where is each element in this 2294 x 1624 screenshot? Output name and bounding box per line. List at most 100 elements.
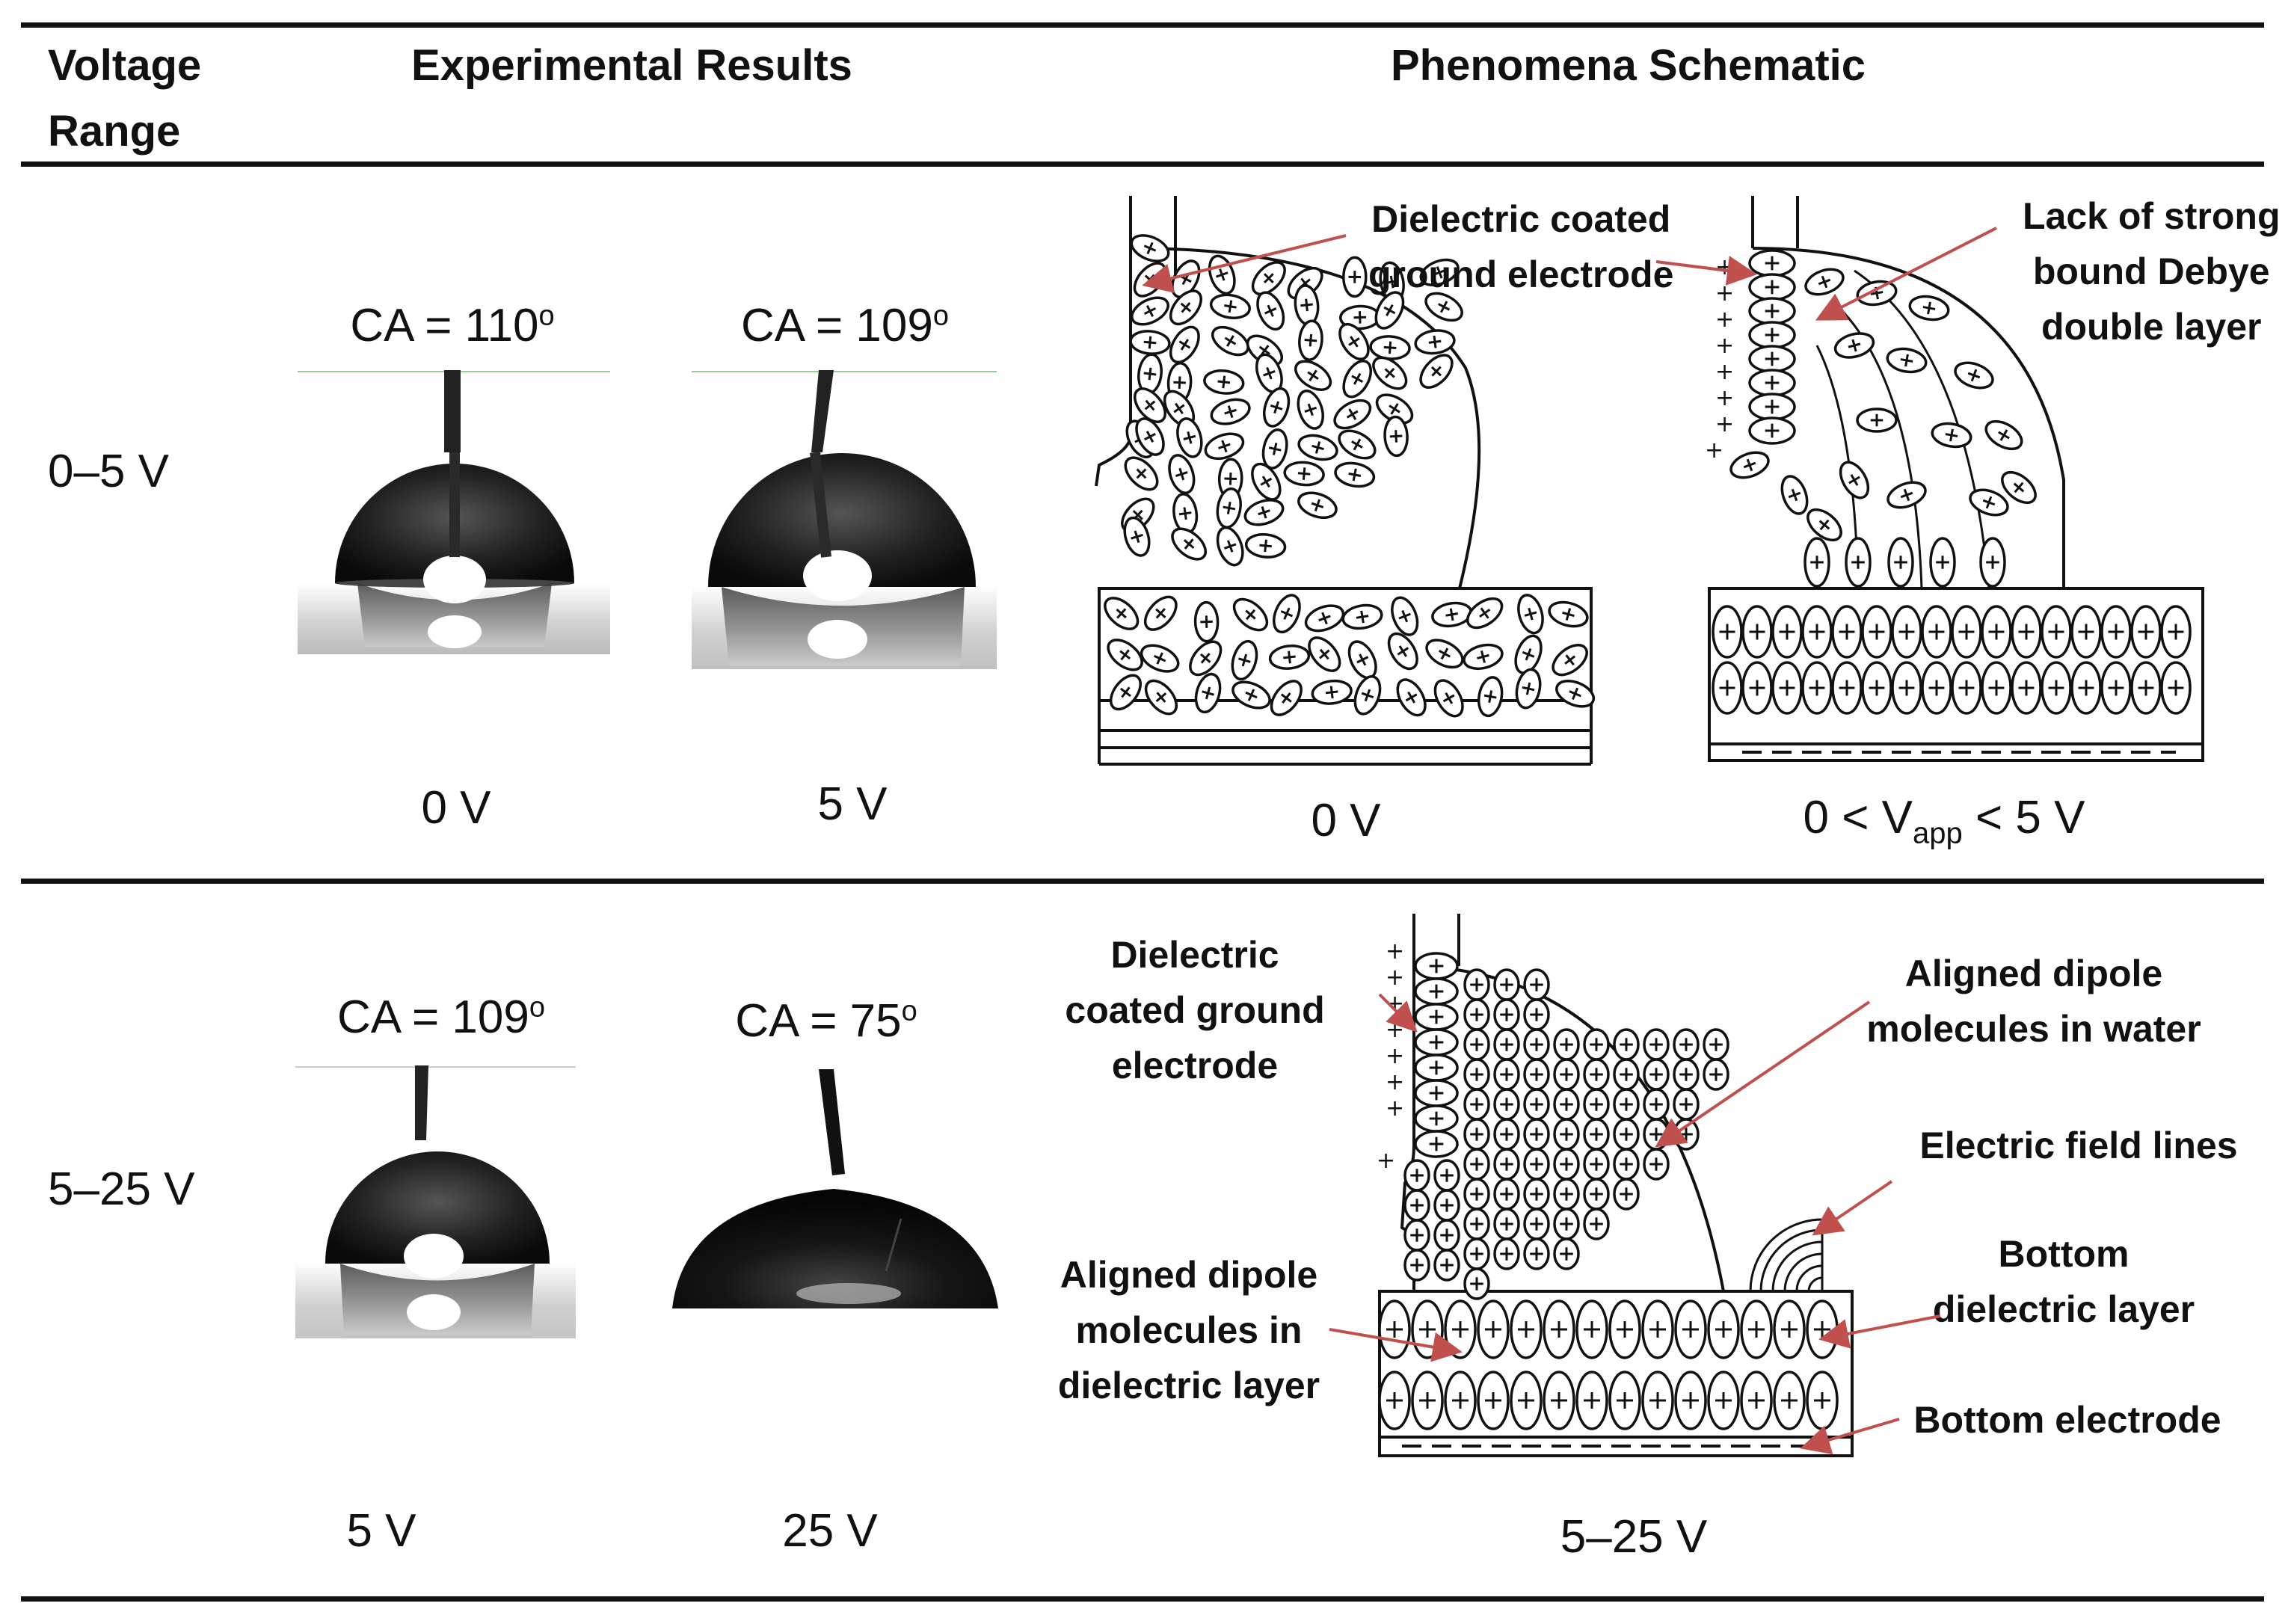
dielectric-dipole: [2070, 661, 2102, 715]
row2-photo-right-voltage: 25 V: [782, 1505, 878, 1557]
ann-row2-ground-line3: electrode: [1111, 1045, 1279, 1086]
dielectric-dipole: [1712, 605, 1743, 659]
dielectric-dipole: [1674, 1371, 1707, 1430]
water-dipole: [1583, 1058, 1610, 1091]
random-dipole: [1231, 639, 1258, 681]
water-dipole: [1493, 968, 1520, 1001]
tilted-dipole: [1954, 361, 1994, 390]
water-dipole: [1433, 1159, 1460, 1192]
random-dipole: [1134, 387, 1166, 423]
random-dipole: [1231, 680, 1271, 710]
ann-row1-debye-line3: double layer: [2041, 306, 2262, 348]
svg-text:+: +: [1715, 359, 1734, 385]
random-dipole: [1104, 597, 1140, 630]
dielectric-dipole: [1712, 661, 1743, 715]
random-dipole: [1477, 676, 1504, 718]
water-dipole: [1643, 1118, 1670, 1151]
dielectric-dipole: [2130, 605, 2162, 659]
dielectric-dipole: [1921, 661, 1952, 715]
random-dipole: [1387, 632, 1418, 671]
water-dipole: [1493, 1028, 1520, 1061]
vertical-dipole: [1887, 537, 1914, 588]
dielectric-dipole: [1707, 1371, 1740, 1430]
dielectric-dipole: [2130, 661, 2162, 715]
water-dipole: [1673, 1058, 1700, 1091]
random-dipole: [1294, 360, 1332, 391]
dielectric-dipole: [1891, 661, 1922, 715]
random-dipole: [1210, 398, 1251, 425]
water-dipole: [1643, 1088, 1670, 1121]
ann-row2-field-lines: Electric field lines: [1919, 1125, 2238, 1166]
surface-dipole: [1414, 1028, 1459, 1056]
row1-ca-left-unit: o: [538, 300, 555, 332]
dielectric-dipole: [2100, 661, 2132, 715]
row2-ca-left-unit: o: [529, 991, 545, 1024]
water-dipole: [1403, 1189, 1430, 1222]
water-dipole: [1433, 1249, 1460, 1282]
random-dipole: [1176, 417, 1203, 458]
row2-ca-right-unit: o: [901, 995, 917, 1027]
random-dipole: [1109, 674, 1142, 711]
random-dipole: [1189, 640, 1223, 677]
random-dipole: [1194, 672, 1222, 714]
water-dipole: [1643, 1148, 1670, 1181]
row1-ca-right: CA = 109o: [692, 299, 998, 352]
ann-row2-bottom-electrode: Bottom electrode: [1913, 1399, 2221, 1441]
svg-text:+: +: [1386, 1095, 1404, 1122]
svg-text:+: +: [1386, 991, 1404, 1017]
water-dipole: [1523, 1118, 1550, 1151]
schematic-0v-caption: 0 V: [1311, 795, 1381, 846]
random-dipole: [1208, 254, 1236, 295]
dielectric-dipole: [2070, 605, 2102, 659]
svg-text:+: +: [1715, 280, 1734, 307]
water-dipole: [1703, 1028, 1729, 1061]
dielectric-dipole: [2100, 605, 2132, 659]
random-dipole: [1433, 679, 1464, 718]
row1-ca-right-unit: o: [932, 300, 949, 332]
tilted-dipole: [1969, 488, 2009, 517]
ann-row2-bottom-dielectric: Bottom dielectric layer: [1914, 1226, 2213, 1337]
water-dipole: [1523, 998, 1550, 1031]
dielectric-dipole: [1707, 1299, 1740, 1359]
dielectric-dipole: [2011, 605, 2042, 659]
random-dipole: [1124, 456, 1159, 491]
random-dipole: [1311, 679, 1353, 705]
tilted-dipole: [1839, 461, 1870, 499]
water-dipole: [1523, 1208, 1550, 1240]
vertical-dipole: [1803, 537, 1830, 588]
random-dipole: [1270, 680, 1303, 716]
water-dipole: [1493, 998, 1520, 1031]
random-dipole: [1383, 415, 1409, 458]
row2-ca-left-value: CA = 109: [337, 991, 529, 1043]
caption-post: < 5 V: [1962, 792, 2085, 843]
dielectric-dipole: [1861, 605, 1892, 659]
random-dipole: [1163, 390, 1196, 428]
surface-dipole: [1414, 1003, 1459, 1031]
dielectric-dipole: [1771, 605, 1803, 659]
header-voltage-text: Voltage: [48, 41, 202, 90]
water-dipole: [1433, 1189, 1460, 1222]
random-dipole: [1294, 284, 1320, 326]
water-dipole: [1553, 1118, 1580, 1151]
dielectric-dipole: [1510, 1371, 1543, 1430]
water-dipole: [1523, 968, 1550, 1001]
water-dipole: [1463, 1267, 1490, 1300]
tilted-dipole: [1833, 332, 1875, 359]
random-dipole: [1169, 325, 1200, 364]
water-dipole: [1553, 1178, 1580, 1211]
surface-dipole: [1748, 249, 1796, 277]
random-dipole: [1244, 533, 1287, 559]
row1-voltage-range: 0–5 V: [48, 446, 170, 497]
surface-dipole: [1414, 1079, 1459, 1107]
row-divider-rule: [21, 879, 2264, 884]
random-dipole: [1391, 596, 1419, 636]
random-dipole: [1143, 595, 1178, 631]
ann-row2-dipdiel-line3: dielectric layer: [1057, 1365, 1320, 1406]
surface-dipole: [1748, 393, 1796, 421]
random-dipole: [1133, 262, 1167, 298]
svg-text:+: +: [1715, 254, 1734, 280]
svg-text:+: +: [1386, 1017, 1404, 1043]
ann-row2-ground-line2: coated ground: [1065, 989, 1325, 1031]
dielectric-dipole: [1411, 1371, 1444, 1430]
surface-dipole: [1748, 297, 1796, 325]
